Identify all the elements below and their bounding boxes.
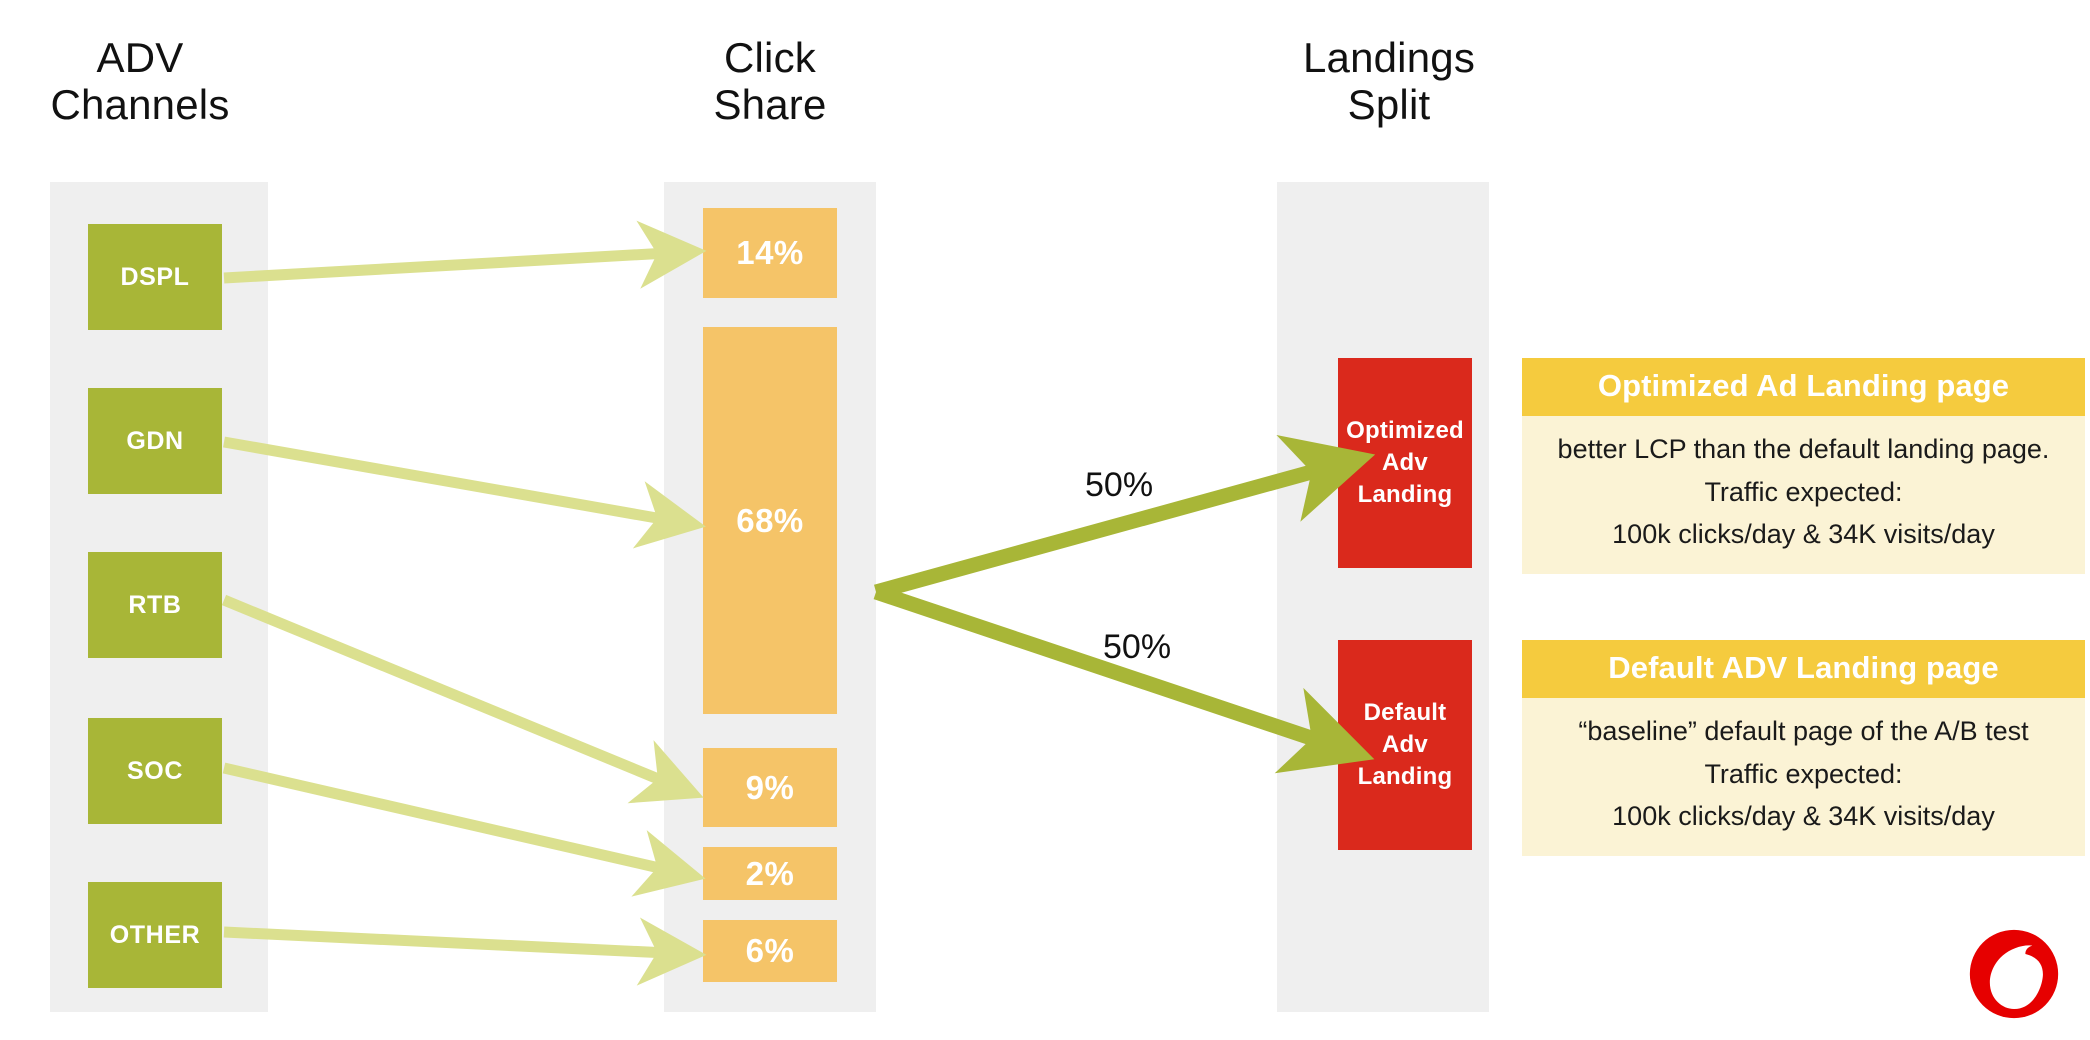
click-share-label: 9% (745, 768, 795, 806)
info-card-body: “baseline” default page of the A/B test … (1522, 698, 2085, 856)
lane-landings-split (1277, 182, 1489, 1012)
click-share-bar-14[interactable]: 14% (703, 208, 837, 298)
click-share-label: 14% (736, 234, 804, 271)
channel-label: RTB (128, 590, 182, 619)
column-title-adv-channels: ADV Channels (20, 34, 260, 128)
info-card-line2: Traffic expected: (1704, 476, 1903, 507)
click-share-bar-2[interactable]: 2% (703, 847, 837, 900)
click-share-label: 2% (745, 854, 795, 892)
column-title-landings-split: Landings Split (1264, 34, 1514, 128)
info-card-title: Optimized Ad Landing page (1522, 358, 2085, 416)
info-card-line3: 100k clicks/day & 34K visits/day (1612, 801, 1995, 832)
landing-label-line1: Default (1363, 699, 1447, 727)
column-title-line2: Channels (50, 81, 230, 129)
arrow-split-to-optimized (874, 434, 1376, 600)
arrow-other-to-6 (223, 917, 707, 986)
info-card-title: Default ADV Landing page (1522, 640, 2085, 698)
split-label-top: 50% (1085, 466, 1154, 504)
landing-label-line2: Adv (1382, 449, 1428, 477)
info-card-default[interactable]: Default ADV Landing page “baseline” defa… (1522, 640, 2085, 856)
info-card-optimized[interactable]: Optimized Ad Landing page better LCP tha… (1522, 358, 2085, 574)
arrow-dspl-to-14 (223, 220, 707, 289)
click-share-label: 68% (736, 501, 804, 539)
column-title-line2: Share (713, 81, 827, 129)
column-title-line1: Landings (1302, 34, 1476, 81)
landing-box-default[interactable]: Default Adv Landing (1338, 640, 1472, 850)
channel-label: SOC (127, 756, 183, 785)
click-share-label: 6% (745, 932, 795, 969)
column-title-line1: Click (724, 34, 816, 81)
info-card-line3: 100k clicks/day & 34K visits/day (1612, 519, 1995, 550)
column-title-line1: ADV (96, 34, 184, 81)
info-card-body: better LCP than the default landing page… (1522, 416, 2085, 574)
channel-label: OTHER (109, 920, 201, 949)
channel-box-soc[interactable]: SOC (88, 718, 222, 824)
landing-label-line2: Adv (1382, 731, 1428, 759)
click-share-bar-68[interactable]: 68% (703, 327, 837, 714)
channel-label: DSPL (120, 262, 190, 291)
info-card-line1: “baseline” default page of the A/B test (1578, 716, 2029, 746)
column-title-line2: Split (1347, 81, 1431, 129)
channel-box-dspl[interactable]: DSPL (88, 224, 222, 330)
channel-box-other[interactable]: OTHER (88, 882, 222, 988)
info-card-line1: better LCP than the default landing page… (1557, 434, 2050, 464)
vodafone-logo-icon (1969, 929, 2059, 1019)
info-card-line2: Traffic expected: (1704, 758, 1903, 789)
click-share-bar-9[interactable]: 9% (703, 748, 837, 827)
split-label-bottom: 50% (1103, 628, 1172, 666)
arrow-soc-to-2 (222, 762, 706, 897)
vodafone-logo (1966, 926, 2062, 1022)
click-share-bar-6[interactable]: 6% (703, 920, 837, 982)
arrow-gdn-to-68 (223, 436, 706, 549)
channel-box-rtb[interactable]: RTB (88, 552, 222, 658)
channel-box-gdn[interactable]: GDN (88, 388, 222, 494)
channel-label: GDN (126, 426, 184, 455)
column-title-click-share: Click Share (650, 34, 890, 128)
arrow-rtb-to-9 (221, 594, 704, 804)
arrow-split-to-default (873, 584, 1375, 774)
